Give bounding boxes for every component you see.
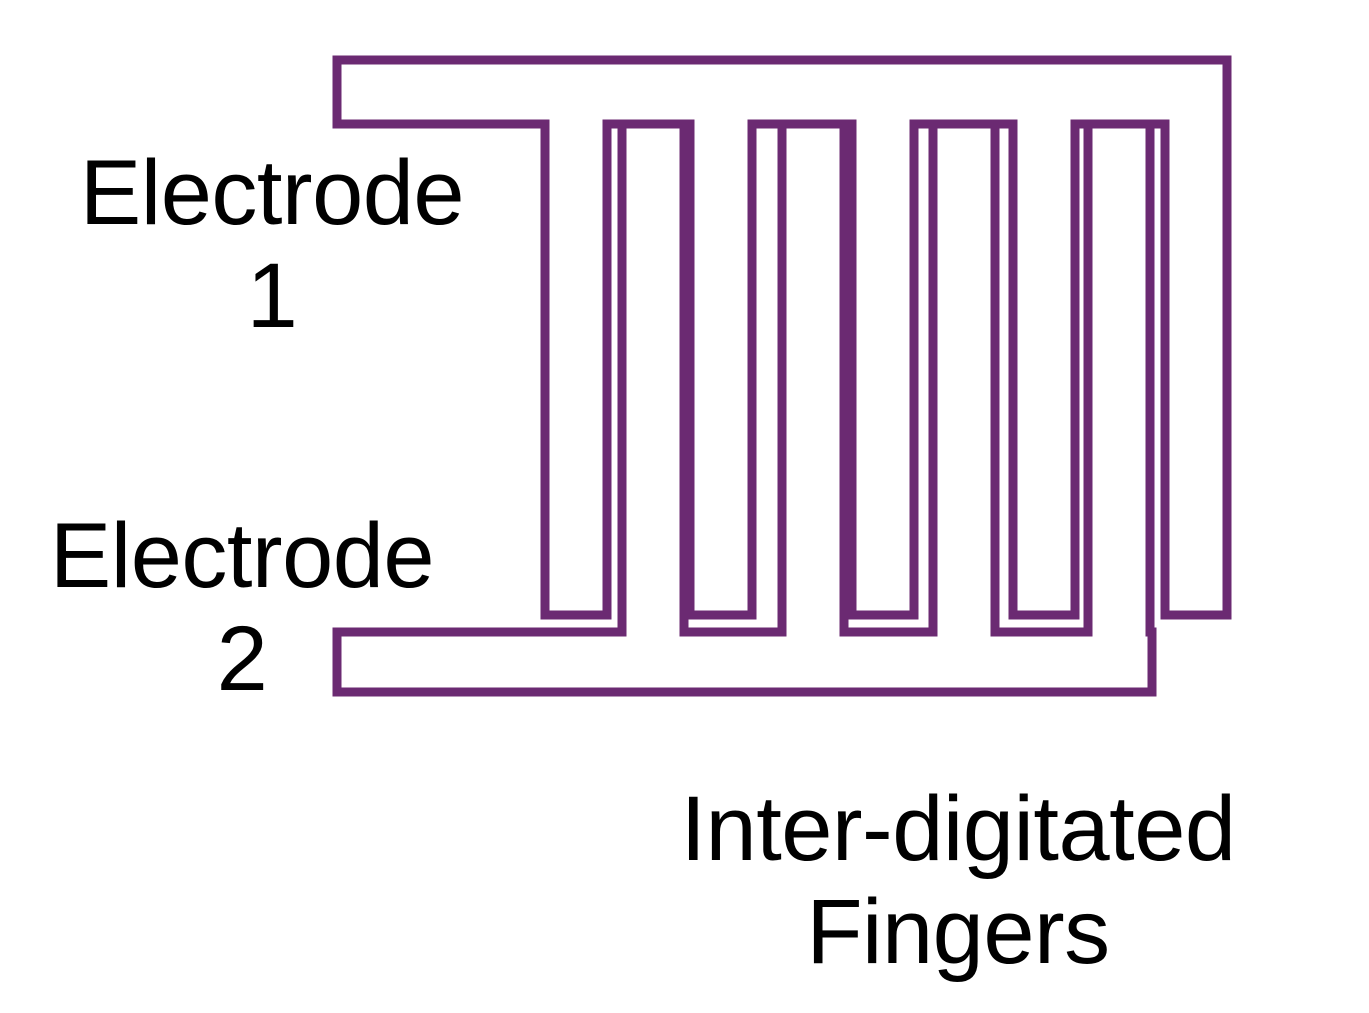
label-inter-digitated-fingers: Inter-digitated Fingers [680,778,1236,984]
electrode-2-outline [332,119,1157,697]
electrode-1-outline [332,55,1232,620]
label-electrode-2: Electrode 2 [49,505,435,711]
label-electrode-1: Electrode 1 [79,142,465,348]
